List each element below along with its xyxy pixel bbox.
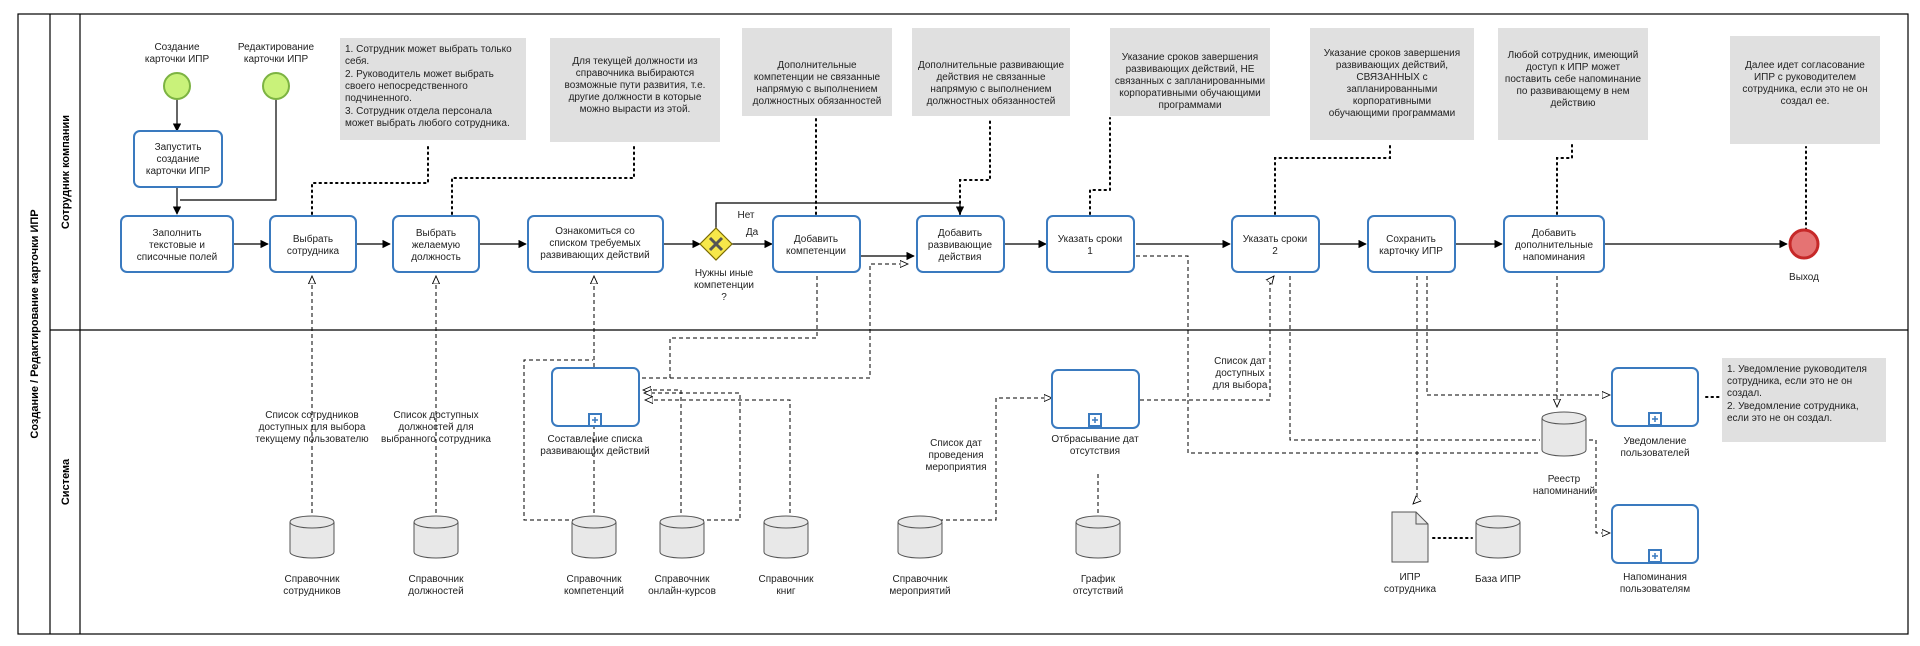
pool-title: Создание / Редактирование карточки ИПР [29, 209, 41, 438]
exclusive-gateway [699, 227, 733, 261]
start-event-edit [262, 72, 290, 100]
subprocess-reminders[interactable] [1611, 504, 1699, 564]
end-event [1788, 228, 1820, 260]
lane-title-employee: Сотрудник компании [60, 115, 72, 229]
datastore-employees [289, 515, 335, 559]
gateway-yes-label: Да [746, 227, 759, 238]
data-flows [312, 255, 1610, 533]
datastore-ipr-base [1475, 515, 1521, 559]
associations [311, 117, 1807, 539]
datastore-online-courses [659, 515, 705, 559]
gateway-no-label: Нет [737, 210, 754, 221]
datastore-reminders [1541, 411, 1587, 457]
datastore-absence [1075, 515, 1121, 559]
lane-title-system: Система [60, 458, 72, 505]
subprocess-notify-users[interactable] [1611, 367, 1699, 427]
start-event-create [163, 72, 191, 100]
datastore-ipr-base-label: База ИПР [1475, 574, 1521, 585]
end-event-label: Выход [1789, 272, 1819, 283]
subprocess-build-actions[interactable] [551, 367, 640, 427]
svg-text:1. Сотрудник может выбрать тол: 1. Сотрудник может выбрать толькосебя.2.… [345, 43, 512, 129]
subprocess-filter-absence[interactable] [1051, 369, 1140, 429]
datastore-books [763, 515, 809, 559]
datastore-events [897, 515, 943, 559]
document-ipr [1391, 511, 1429, 563]
datastore-competencies [571, 515, 617, 559]
datastore-positions [413, 515, 459, 559]
